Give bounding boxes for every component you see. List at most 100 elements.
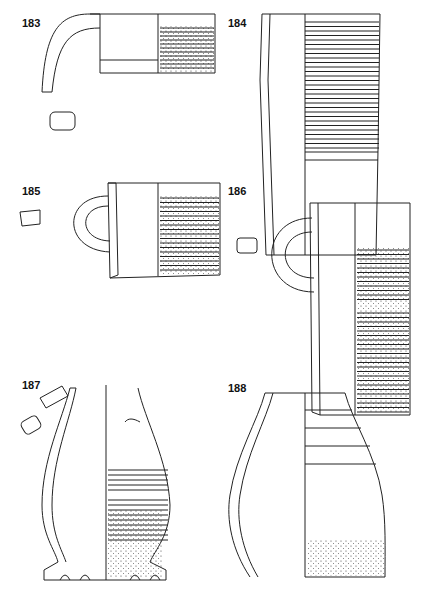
rib-line <box>357 394 409 395</box>
rib-line <box>108 505 168 506</box>
rib-line <box>108 500 168 501</box>
rib-line <box>160 243 219 244</box>
vessel-187 <box>20 385 170 580</box>
rib-line <box>357 313 409 314</box>
rib-line <box>357 286 409 287</box>
rib-line <box>108 530 168 531</box>
rib-line <box>357 263 409 264</box>
rib-line <box>160 207 219 208</box>
rib-line <box>305 49 379 50</box>
rib-line <box>357 349 409 350</box>
rib-line <box>357 281 409 282</box>
rib-line <box>357 380 409 381</box>
rib-line <box>160 202 219 203</box>
rib-line <box>160 211 219 212</box>
rib-line <box>160 68 214 69</box>
rib-line <box>357 290 409 291</box>
rib-line <box>160 56 214 57</box>
rib-line <box>305 112 379 113</box>
rib-line <box>160 28 214 29</box>
rib-line <box>108 490 168 491</box>
rib-line <box>108 515 168 516</box>
rib-line <box>305 89 379 90</box>
rib-line <box>305 121 379 122</box>
vessel-185 <box>20 183 220 278</box>
rib-line <box>160 36 214 37</box>
rib-line <box>160 238 219 239</box>
rib-line <box>160 44 214 45</box>
rib-line <box>160 225 219 226</box>
rib-line <box>305 35 379 36</box>
rib-line <box>357 272 409 273</box>
rib-line <box>160 252 219 253</box>
callout-number: 187 <box>22 380 40 391</box>
rib-line <box>305 125 379 126</box>
rib-line <box>108 535 168 536</box>
rib-line <box>160 216 219 217</box>
rib-line <box>108 480 168 481</box>
rib-line <box>357 385 409 386</box>
rib-line <box>108 510 168 511</box>
rib-line <box>305 67 379 68</box>
rib-line <box>357 362 409 363</box>
rib-line <box>357 376 409 377</box>
rib-line <box>305 134 379 135</box>
rib-line <box>160 247 219 248</box>
rib-line <box>357 412 409 413</box>
rib-line <box>357 389 409 390</box>
rib-line <box>357 268 409 269</box>
rib-line <box>160 32 214 33</box>
rib-line <box>357 295 409 296</box>
callout-number: 188 <box>228 383 246 394</box>
rib-line <box>357 407 409 408</box>
rib-line <box>160 40 214 41</box>
rib-line <box>160 60 214 61</box>
callout-number: 184 <box>228 18 246 29</box>
rib-line <box>108 525 168 526</box>
rib-line <box>357 250 409 251</box>
rib-line <box>160 198 219 199</box>
rib-line <box>357 254 409 255</box>
rib-line <box>305 85 379 86</box>
rib-line <box>357 299 409 300</box>
callout-number: 186 <box>228 186 246 197</box>
rib-line <box>305 53 379 54</box>
rib-line <box>108 540 168 541</box>
rib-line <box>305 143 379 144</box>
vessel-184 <box>260 14 380 255</box>
rib-line <box>357 358 409 359</box>
rib-line <box>108 470 168 471</box>
rib-line <box>305 44 379 45</box>
rib-line <box>305 26 379 27</box>
rib-line <box>305 80 379 81</box>
rib-line <box>160 270 219 271</box>
rib-line <box>305 62 379 63</box>
rib-line <box>108 485 168 486</box>
rib-line <box>357 322 409 323</box>
rib-line <box>357 398 409 399</box>
rib-line <box>305 76 379 77</box>
rib-line <box>357 317 409 318</box>
rib-line <box>160 234 219 235</box>
rib-line <box>305 107 379 108</box>
rib-line <box>305 71 379 72</box>
rib-line <box>160 261 219 262</box>
rib-line <box>305 116 379 117</box>
rib-line <box>357 259 409 260</box>
rib-line <box>160 64 214 65</box>
rib-line <box>305 94 379 95</box>
rib-line <box>357 403 409 404</box>
rib-line <box>357 353 409 354</box>
rib-line <box>357 344 409 345</box>
rib-line <box>305 130 379 131</box>
rib-line <box>357 367 409 368</box>
vessel-183 <box>42 14 215 130</box>
rib-line <box>357 326 409 327</box>
rib-line <box>357 371 409 372</box>
rib-line <box>305 40 379 41</box>
rib-line <box>160 265 219 266</box>
rib-line <box>357 335 409 336</box>
vessel-188 <box>229 393 385 577</box>
rib-line <box>108 475 168 476</box>
rib-line <box>160 256 219 257</box>
